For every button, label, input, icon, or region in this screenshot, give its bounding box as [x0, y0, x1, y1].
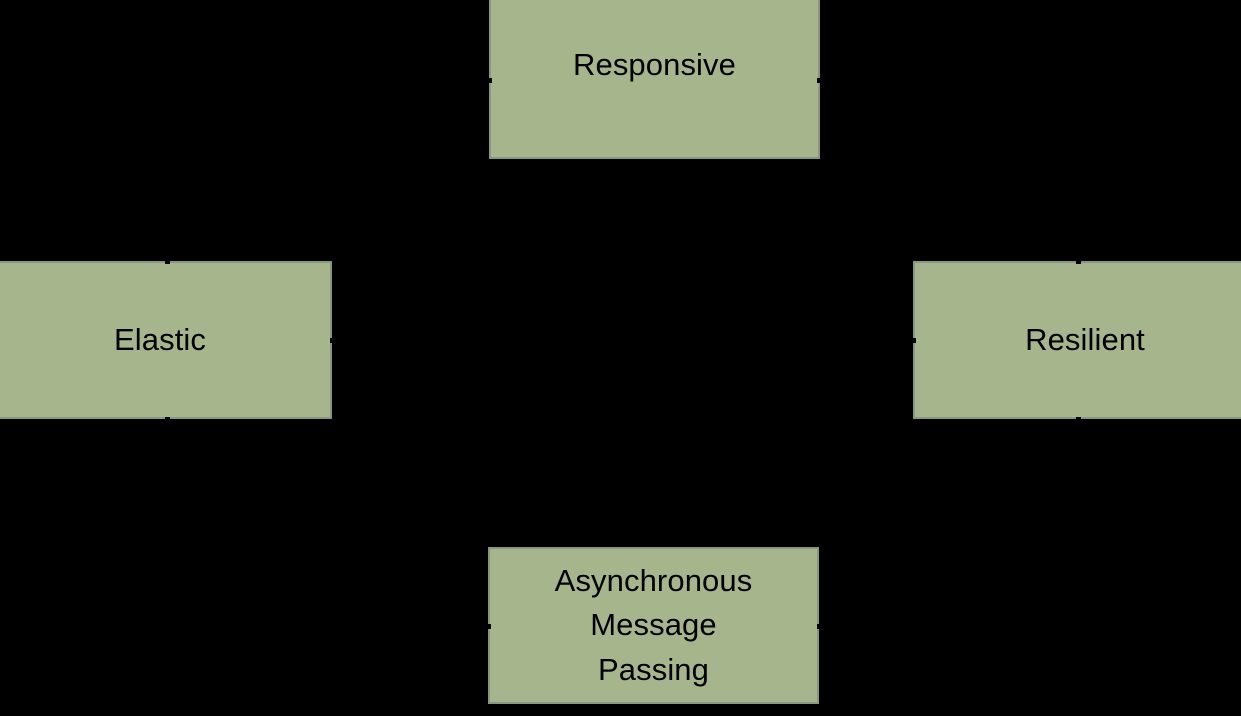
node-responsive-label: Responsive — [573, 47, 736, 83]
node-resilient-label: Resilient — [1025, 321, 1145, 357]
connector-elastic-to-responsive — [487, 78, 492, 83]
connector-elastic-top-stub — [165, 259, 170, 264]
node-responsive[interactable]: Responsive — [489, 0, 820, 159]
connector-async-right-stub — [817, 624, 822, 629]
connector-resilient-left-stub — [911, 338, 916, 343]
connector-elastic-bottom-stub — [165, 417, 170, 422]
connector-async-left-stub — [486, 624, 491, 629]
node-elastic-label: Elastic — [113, 321, 206, 357]
connector-resilient-bottom-stub — [1076, 417, 1081, 422]
node-async-message-passing-label: Asynchronous Message Passing — [554, 562, 753, 687]
connector-resilient-top-stub — [1076, 259, 1081, 264]
connector-elastic-right-stub — [330, 338, 335, 343]
node-elastic[interactable]: Elastic — [0, 261, 332, 419]
connector-responsive-to-resilient — [817, 78, 822, 83]
node-async-message-passing[interactable]: Asynchronous Message Passing — [488, 547, 819, 704]
node-resilient[interactable]: Resilient — [913, 261, 1241, 419]
